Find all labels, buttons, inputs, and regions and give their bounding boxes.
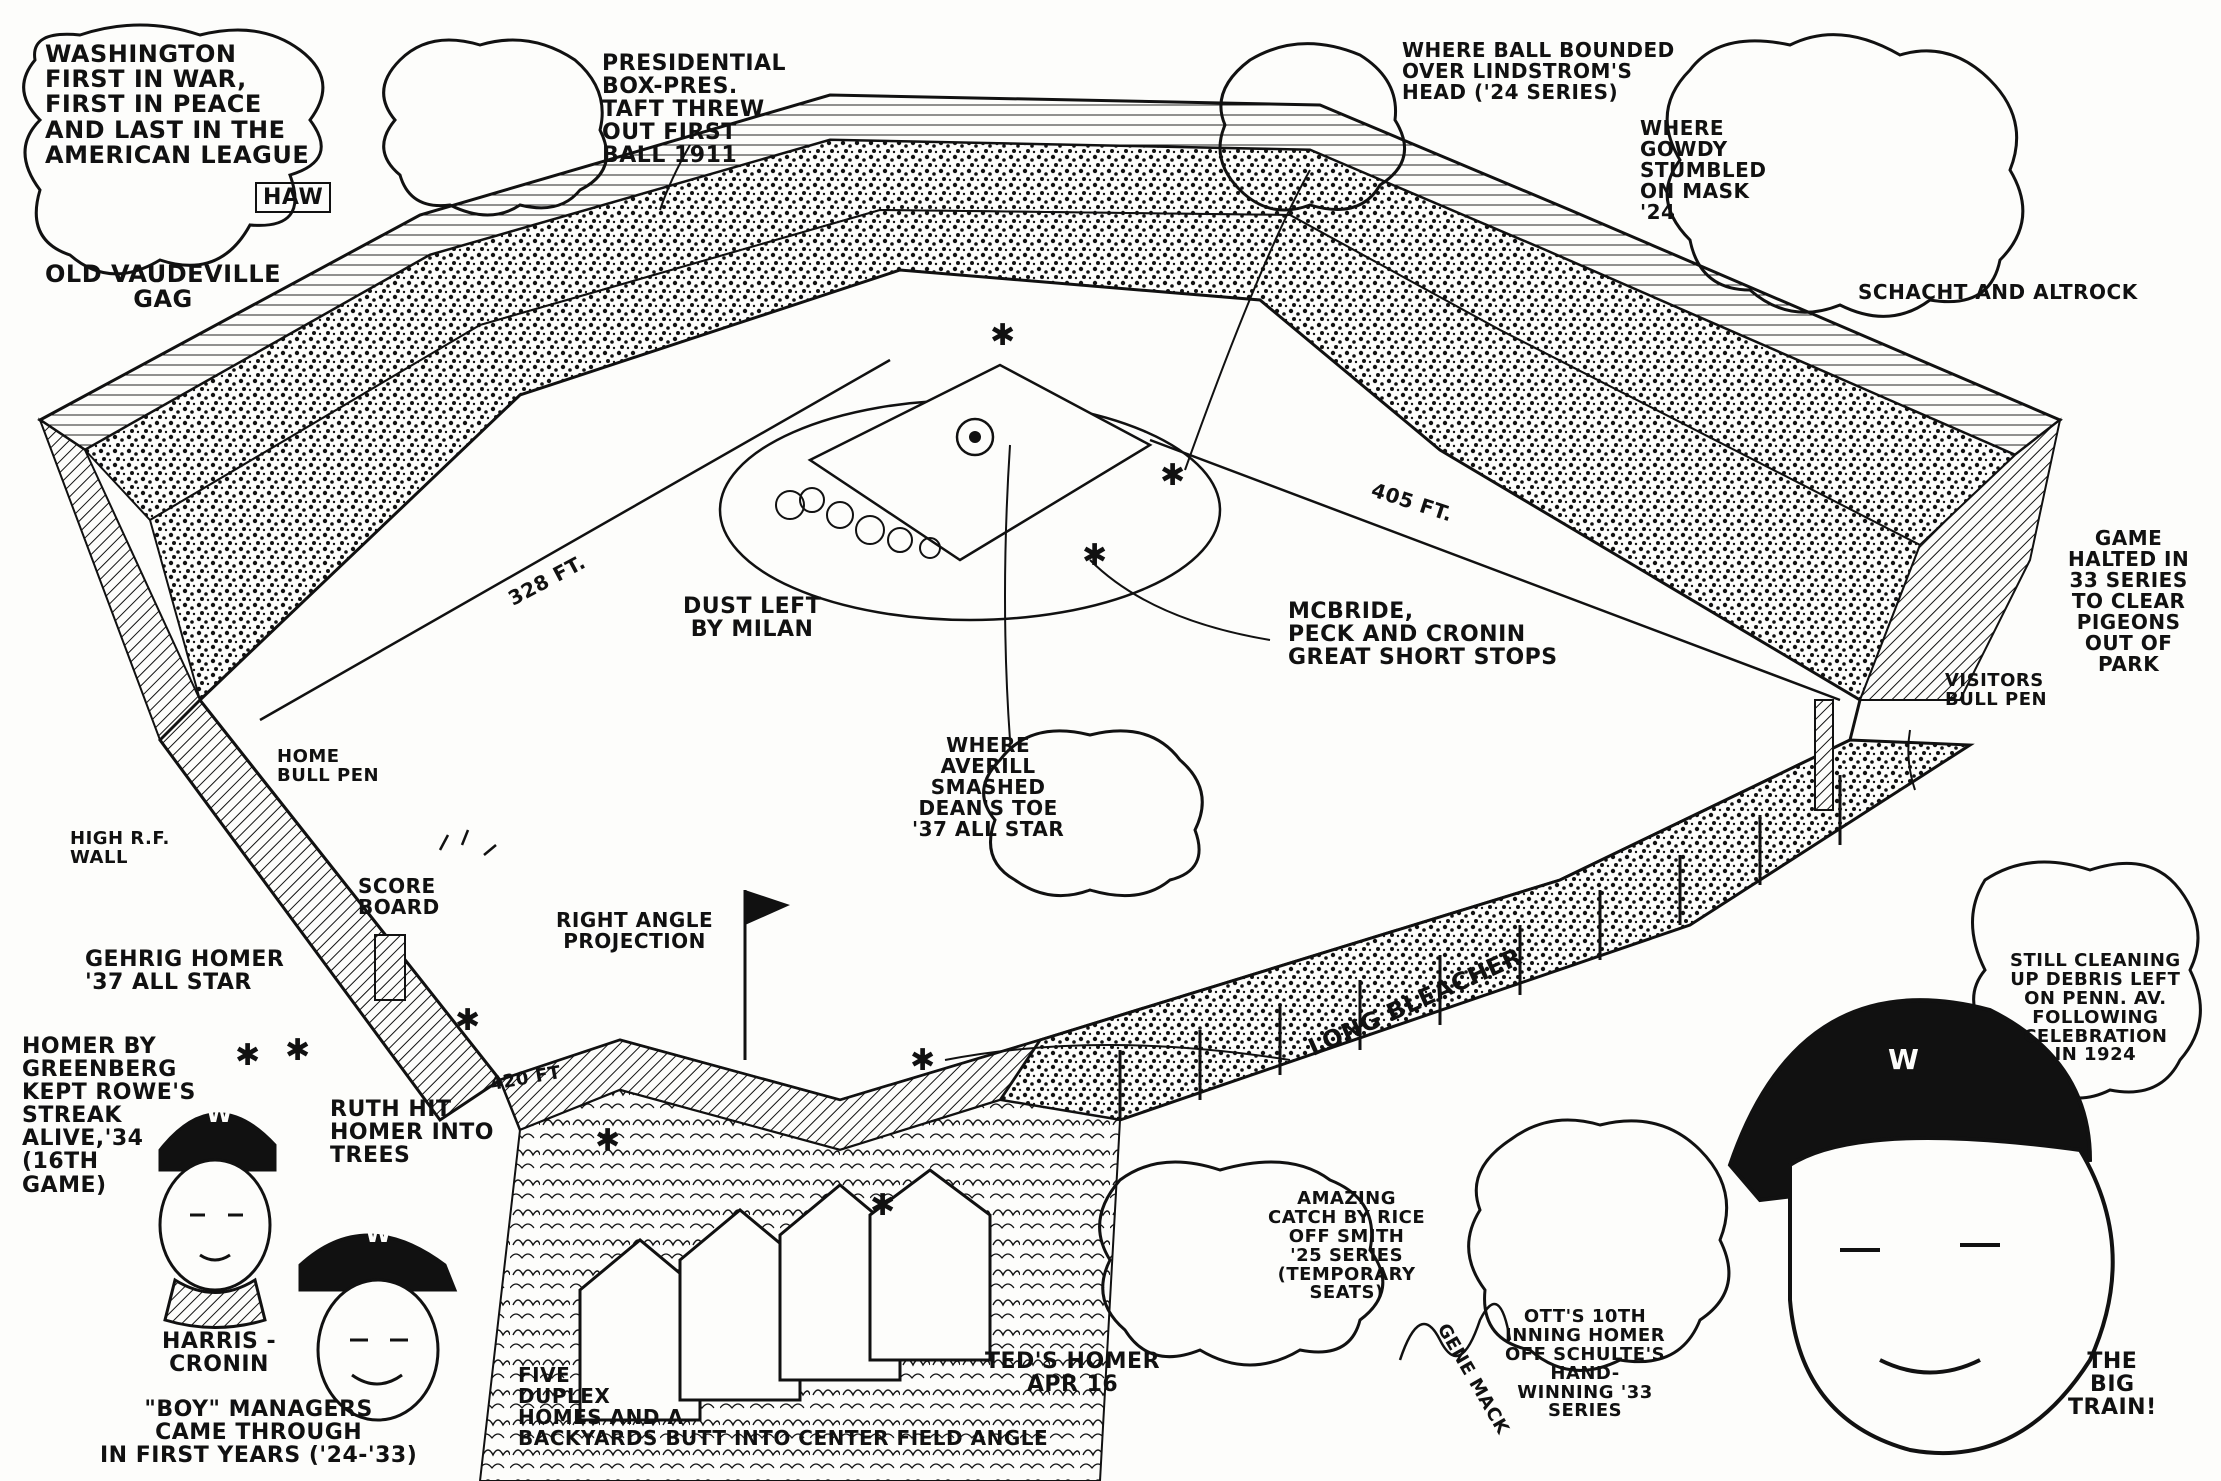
first-base-line xyxy=(259,358,891,722)
caption-scoreboard: SCORE BOARD xyxy=(358,874,440,919)
caption-lindstrom: WHERE BALL BOUNDED OVER LINDSTROM'S HEAD… xyxy=(1402,38,1675,104)
portrait-harris xyxy=(158,1112,277,1329)
svg-text:✱: ✱ xyxy=(285,1033,310,1068)
dust-clouds xyxy=(775,487,941,559)
caption-duplex-homes: FIVE DUPLEX HOMES AND A BACKYARDS BUTT I… xyxy=(518,1363,1049,1450)
svg-text:✱: ✱ xyxy=(990,318,1015,353)
caption-pigeons: GAME HALTED IN 33 SERIES TO CLEAR PIGEON… xyxy=(2068,526,2190,676)
scoreboard-structure xyxy=(374,934,406,1001)
scoreboard-sparkle xyxy=(438,829,497,856)
flag xyxy=(745,890,790,925)
caption-harris-cronin: HARRIS - CRONIN xyxy=(162,1329,277,1378)
caption-haw: HAW xyxy=(255,182,332,214)
caption-gehrig: GEHRIG HOMER '37 ALL STAR xyxy=(85,947,285,996)
svg-text:✱: ✱ xyxy=(910,1043,935,1078)
cap-letter-big-train: W xyxy=(1888,1043,1920,1076)
caption-vaudeville: OLD VAUDEVILLE GAG xyxy=(45,260,282,314)
caption-ruth: RUTH HIT HOMER INTO TREES xyxy=(330,1097,494,1169)
cap-letter-cronin: W xyxy=(365,1220,392,1248)
duplex-homes xyxy=(578,1168,992,1422)
caption-dust-milan: DUST LEFT BY MILAN xyxy=(683,594,822,643)
cap-letter-harris: W xyxy=(206,1100,233,1128)
caption-presidential-box: PRESIDENTIAL BOX-PRES. TAFT THREW OUT FI… xyxy=(602,51,787,169)
caption-schacht-altrock: SCHACHT AND ALTROCK xyxy=(1858,280,2138,304)
caption-greenberg: HOMER BY GREENBERG KEPT ROWE'S STREAK AL… xyxy=(22,1034,196,1198)
bleacher-columns xyxy=(1118,775,1842,1120)
caption-big-train: THE BIG TRAIN! xyxy=(2068,1349,2157,1421)
leader-lines xyxy=(659,144,1916,1061)
pitchers-mound xyxy=(955,417,995,457)
caption-debris: STILL CLEANING UP DEBRIS LEFT ON PENN. A… xyxy=(2010,950,2181,1066)
svg-text:✱: ✱ xyxy=(1082,538,1107,573)
light-tower xyxy=(1814,699,1834,811)
caption-shortstops: McBRIDE, PECK AND CRONIN GREAT SHORT STO… xyxy=(1288,599,1558,671)
infield-diamond xyxy=(807,363,1153,562)
caption-home-bullpen: HOME BULL PEN xyxy=(277,746,380,786)
caption-visitors-bullpen: VISITORS BULL PEN xyxy=(1945,670,2048,710)
portrait-cronin xyxy=(298,1233,458,1422)
caption-bubbles xyxy=(22,23,2202,1372)
svg-text:✱: ✱ xyxy=(1160,458,1185,493)
signature-scribble xyxy=(1398,1302,1512,1361)
caption-ott-homer: OTT'S 10TH INNING HOMER OFF SCHULTE'S HA… xyxy=(1505,1306,1666,1422)
svg-text:✱: ✱ xyxy=(595,1123,620,1158)
portrait-big-train xyxy=(1727,998,2115,1455)
caption-washington: WASHINGTON FIRST IN WAR, FIRST IN PEACE … xyxy=(45,40,310,169)
svg-text:✱: ✱ xyxy=(870,1188,895,1223)
field-marks: ✱ ✱ ✱ ✱ ✱ ✱ ✱ ✱ ✱ xyxy=(235,318,1185,1223)
caption-right-angle: RIGHT ANGLE PROJECTION xyxy=(556,908,714,953)
third-base-line xyxy=(1149,438,1841,702)
svg-text:✱: ✱ xyxy=(235,1038,260,1073)
caption-boy-managers: "BOY" MANAGERS CAME THROUGH IN FIRST YEA… xyxy=(100,1397,418,1469)
caption-averill: WHERE AVERILL SMASHED DEAN'S TOE '37 ALL… xyxy=(912,733,1065,841)
svg-text:✱: ✱ xyxy=(455,1003,480,1038)
caption-rice-catch: AMAZING CATCH BY RICE OFF SMITH '25 SERI… xyxy=(1268,1188,1426,1304)
caption-teds-homer: TED'S HOMER APR 16 xyxy=(985,1349,1161,1398)
caption-high-rf-wall: HIGH R.F. WALL xyxy=(70,828,170,868)
caption-gowdy: WHERE GOWDY STUMBLED ON MASK '24 xyxy=(1640,116,1767,224)
